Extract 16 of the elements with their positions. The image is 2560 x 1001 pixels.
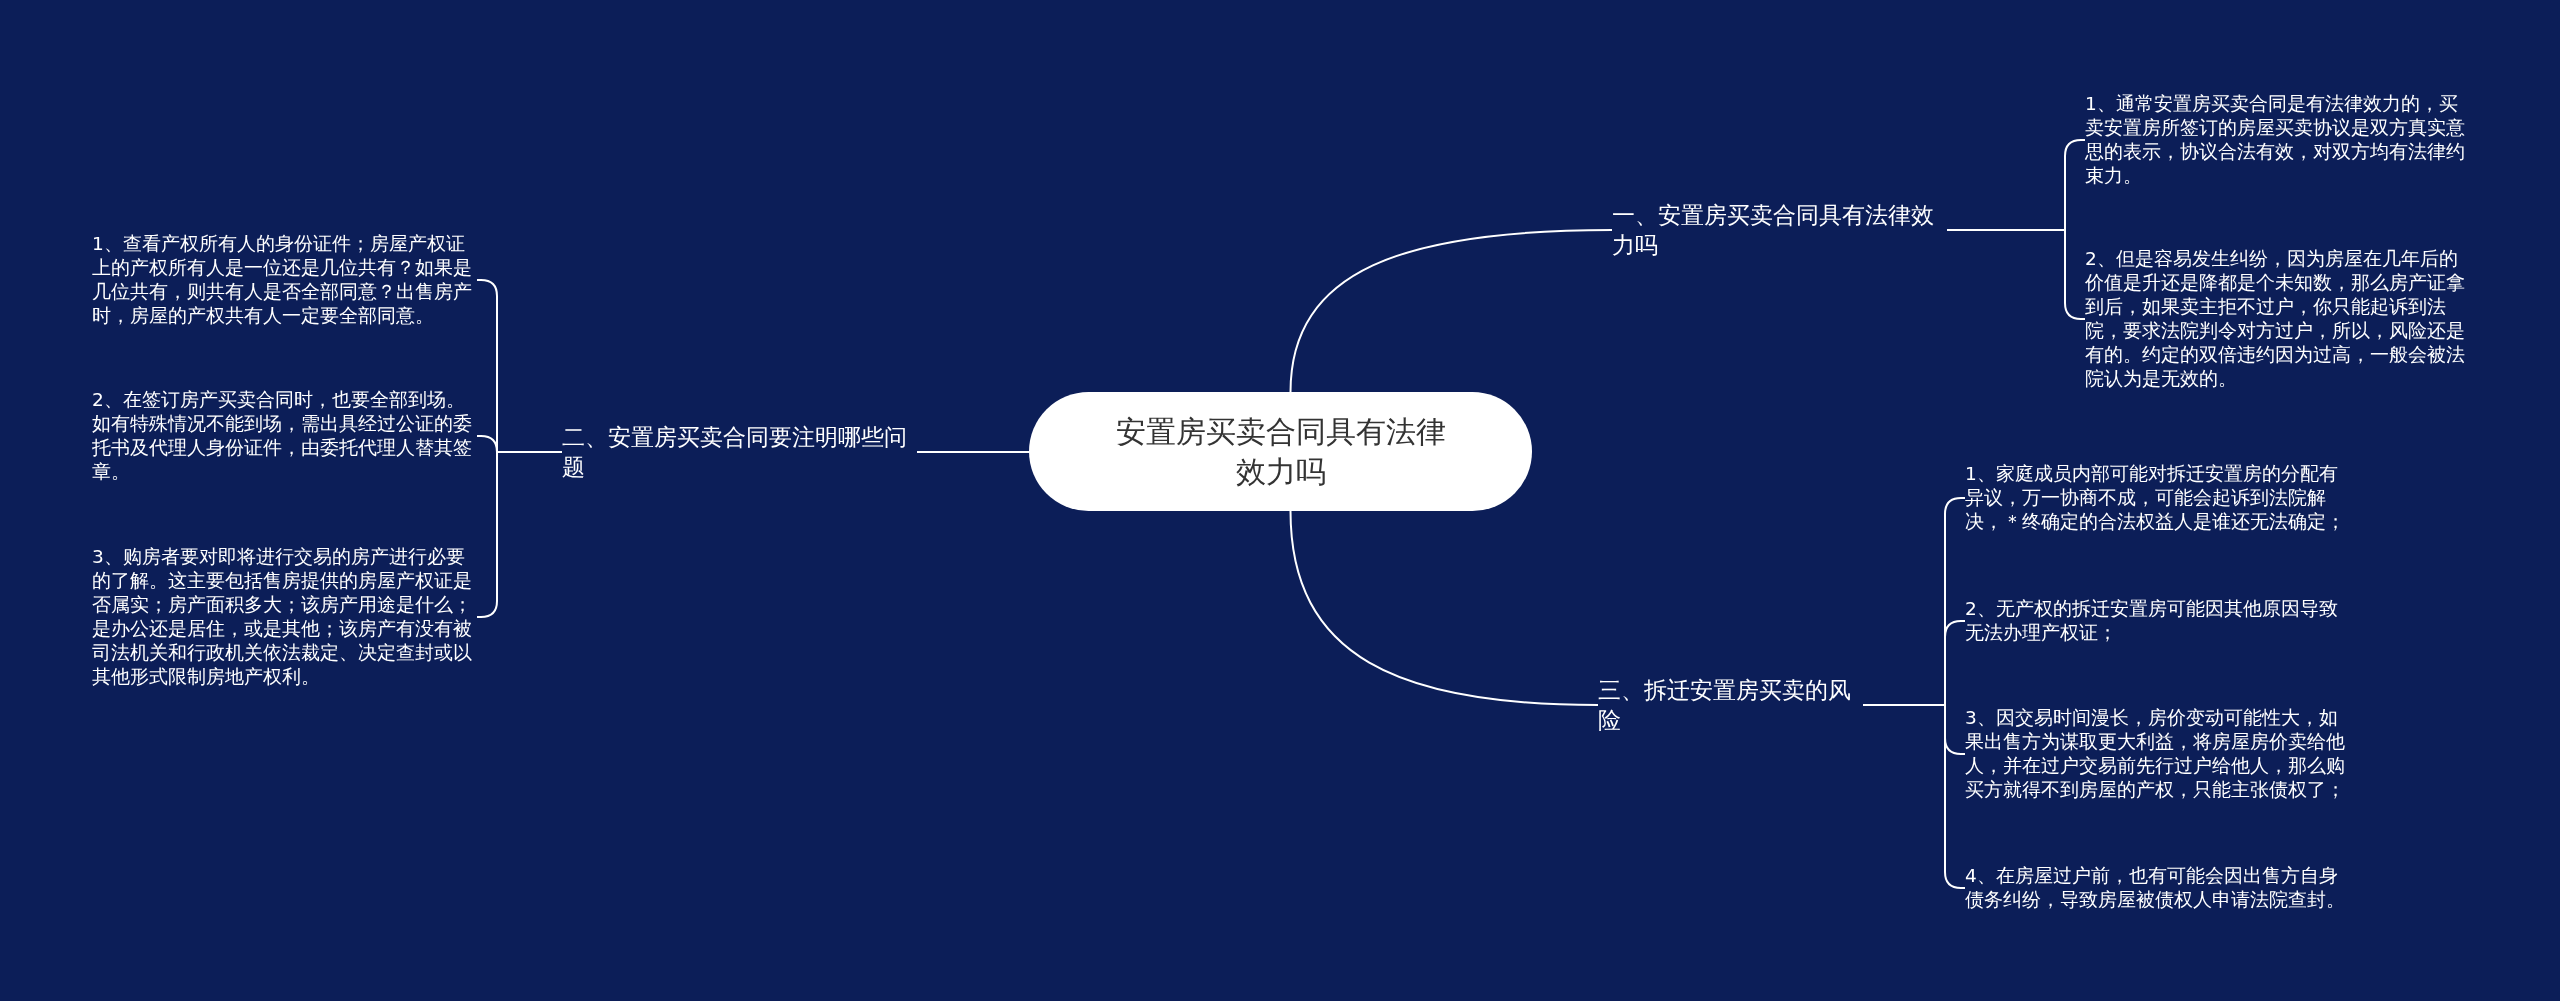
connector-line [1289, 229, 1613, 393]
detail-text: 2、在签订房产买卖合同时，也要全部到场。如有特殊情况不能到场，需出具经过公证的委托书及代理人身份证件，由委托代理人替其签章。 [92, 388, 477, 484]
detail-text: 2、但是容易发生纠纷，因为房屋在几年后的价值是升还是降都是个未知数，那么房产证拿到后，如果卖主拒不过户，你只能起诉到法院，要求法院判令对方过户，所以，风险还是有的。约定的双倍违约因为过高，一般会被法院认为是无效的。 [2085, 247, 2470, 391]
detail-text: 1、通常安置房买卖合同是有法律效力的，买卖安置房所签订的房屋买卖协议是双方真实意思的表示，协议合法有效，对双方均有法律约束力。 [2085, 92, 2470, 188]
connector-line [916, 451, 1030, 453]
detail-text: 3、购房者要对即将进行交易的房产进行必要的了解。这主要包括售房提供的房屋产权证是否属实；房产面积多大；该房产用途是什么；是办公还是居住，或是其他；该房产有没有被司法机关和行政机关依法裁定、决定查封或以其他形式限制房地产权利。 [92, 545, 477, 689]
branch-topic: 一、安置房买卖合同具有法律效力吗 [1612, 200, 1947, 260]
topic-text: 安置房买卖合同具有法律效力吗 [1114, 412, 1447, 491]
detail-text: 2、无产权的拆迁安置房可能因其他原因导致无法办理产权证； [1965, 597, 2350, 645]
detail-text: 1、家庭成员内部可能对拆迁安置房的分配有异议，万一协商不成，可能会起诉到法院解决，＊终确定的合法权益人是谁还无法确定； [1965, 462, 2350, 534]
branch-topic: 三、拆迁安置房买卖的风险 [1598, 675, 1863, 735]
detail-text: 4、在房屋过户前，也有可能会因出售方自身债务纠纷，导致房屋被债权人申请法院查封。 [1965, 864, 2350, 912]
detail-text: 3、因交易时间漫长，房价变动可能性大，如果出售方为谋取更大利益，将房屋房价卖给他人，并在过户交易前先行过户给他人，那么购买方就得不到房屋的产权，只能主张债权了； [1965, 706, 2350, 802]
connector-line [1289, 510, 1599, 706]
branch-topic: 二、安置房买卖合同要注明哪些问题 [562, 422, 917, 482]
detail-text: 1、查看产权所有人的身份证件；房屋产权证上的产权所有人是一位还是几位共有？如果是几位共有，则共有人是否全部同意？出售房产时，房屋的产权共有人一定要全部同意。 [92, 232, 477, 328]
